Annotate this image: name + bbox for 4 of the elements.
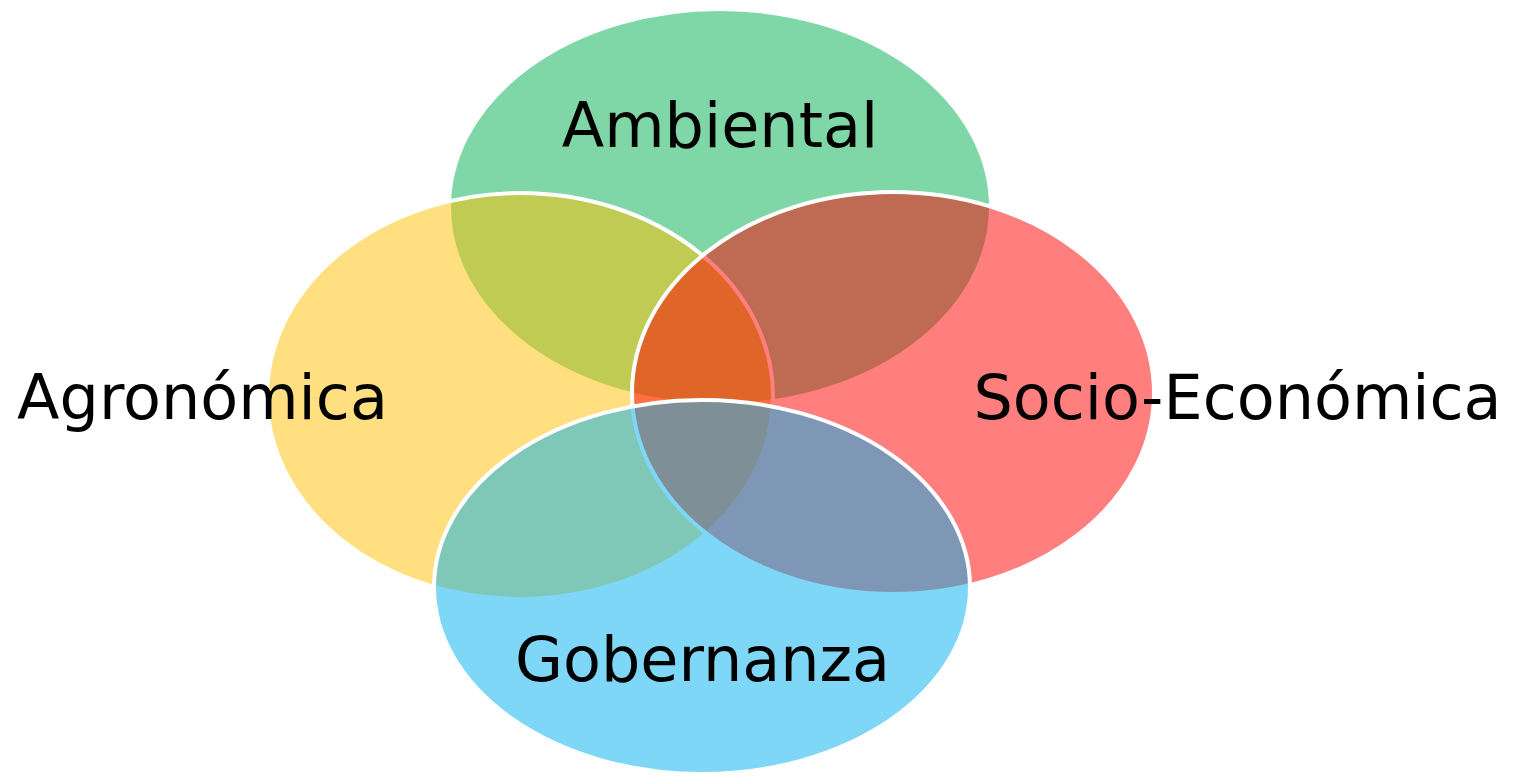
set-label: Gobernanza	[514, 622, 891, 697]
set-label: Agronómica	[16, 360, 389, 435]
set-label: Socio-Económica	[972, 360, 1503, 435]
set-label: Ambiental	[560, 88, 880, 162]
